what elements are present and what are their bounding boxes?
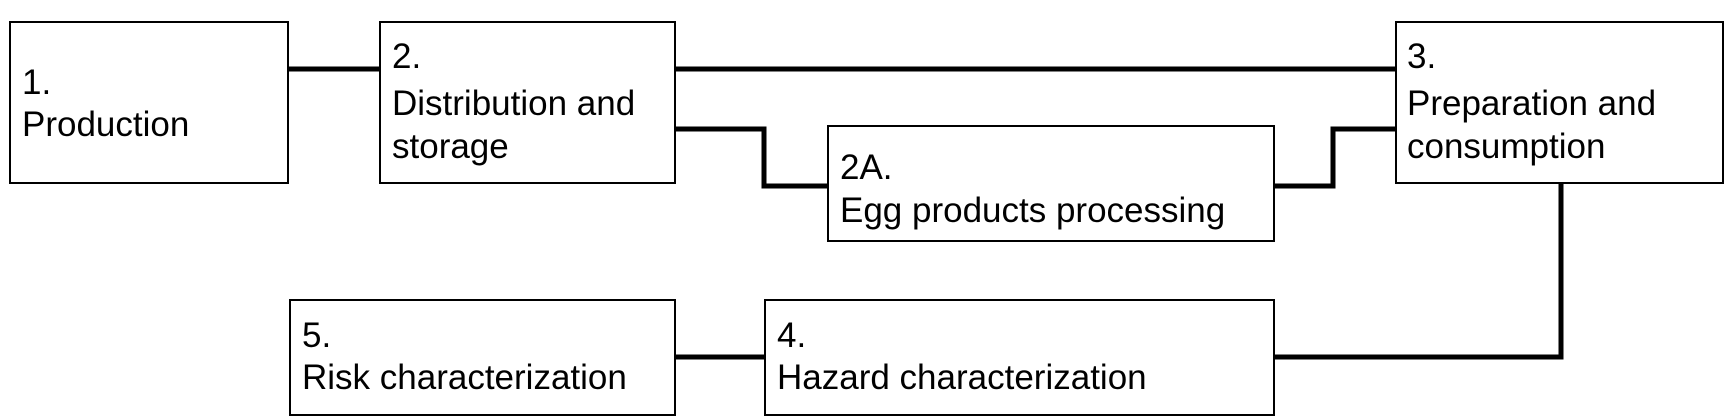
node-egg-processing-number: 2A.	[840, 148, 893, 187]
node-hazard: 4. Hazard characterization	[764, 299, 1275, 416]
node-preparation: 3. Preparation and consumption	[1395, 21, 1724, 184]
node-risk-label: Risk characterization	[302, 358, 627, 397]
node-distribution: 2. Distribution and storage	[379, 21, 676, 184]
connectors	[288, 66, 1564, 360]
node-risk-box	[289, 299, 676, 416]
node-hazard-box	[764, 299, 1275, 416]
node-preparation-number: 3.	[1407, 37, 1436, 76]
node-preparation-box	[1395, 21, 1724, 184]
node-production-label: Production	[22, 105, 189, 144]
node-egg-processing-label: Egg products processing	[840, 191, 1225, 230]
node-hazard-number: 4.	[777, 316, 806, 355]
node-preparation-label-line1: Preparation and	[1407, 84, 1656, 123]
node-preparation-label-line2: consumption	[1407, 127, 1605, 166]
node-egg-processing: 2A. Egg products processing	[827, 125, 1275, 242]
node-risk-number: 5.	[302, 316, 331, 355]
node-distribution-box	[379, 21, 676, 184]
edge-preparation-hazard	[1274, 183, 1564, 360]
node-egg-processing-box	[827, 125, 1275, 242]
node-risk: 5. Risk characterization	[289, 299, 676, 416]
node-hazard-label: Hazard characterization	[777, 358, 1147, 397]
node-distribution-label-line1: Distribution and	[392, 84, 635, 123]
edge-distribution-egg-processing	[675, 126, 828, 189]
node-production-number: 1.	[22, 63, 51, 102]
edge-egg-processing-preparation	[1274, 126, 1396, 189]
node-distribution-label-line2: storage	[392, 127, 509, 166]
node-production: 1. Production	[9, 21, 289, 184]
node-production-box	[9, 21, 289, 184]
node-distribution-number: 2.	[392, 37, 421, 76]
